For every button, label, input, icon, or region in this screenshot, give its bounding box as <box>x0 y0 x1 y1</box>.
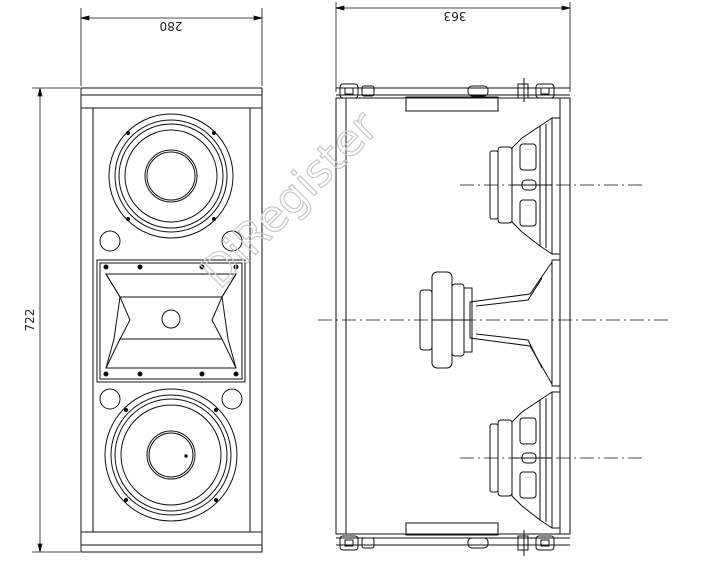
depth-dimension-line <box>335 2 571 92</box>
upper-right-port <box>221 230 243 252</box>
front-bottom-panel <box>80 531 263 553</box>
bottom-rigging <box>336 522 570 556</box>
lower-right-port <box>221 388 243 410</box>
top-rigging <box>336 78 570 112</box>
lower-left-port <box>99 388 121 410</box>
side-cabinet-outline <box>335 97 571 535</box>
front-cabinet-outline <box>80 87 263 553</box>
front-view <box>32 8 263 553</box>
front-top-panel <box>80 87 263 109</box>
width-dimension-line <box>80 8 263 86</box>
side-depth-label: 363 <box>444 9 467 23</box>
upper-woofer-side <box>489 117 553 255</box>
lower-woofer <box>104 388 238 522</box>
height-dimension-line <box>32 87 80 553</box>
centerlines <box>318 184 672 459</box>
upper-woofer <box>108 113 234 239</box>
side-view <box>335 2 571 556</box>
horn-side <box>419 260 553 386</box>
front-height-label: 722 <box>23 309 37 332</box>
upper-left-port <box>99 230 121 252</box>
lower-woofer-side <box>489 391 553 529</box>
watermark: DiRegister <box>191 101 388 298</box>
horn-panel <box>96 259 246 383</box>
front-width-label: 280 <box>160 19 183 33</box>
